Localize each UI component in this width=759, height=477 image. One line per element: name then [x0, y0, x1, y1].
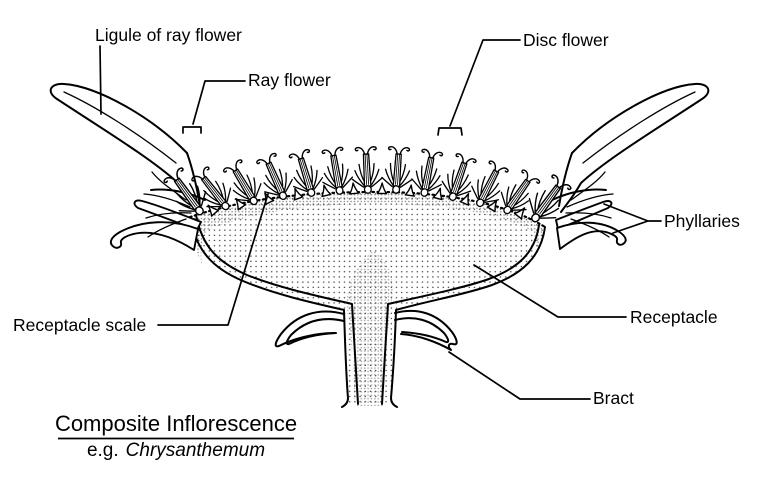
phyllary-right-upper-curve	[551, 188, 607, 201]
ray-base-hairs-right	[565, 171, 614, 238]
phyllaries-right	[551, 188, 627, 250]
receptacle-outline-inner-right	[381, 224, 540, 405]
label-receptacle: Receptacle	[630, 307, 718, 327]
hair-line	[151, 171, 187, 201]
bract-left-inner-line	[285, 318, 345, 346]
label-phyllaries: Phyllaries	[664, 211, 740, 231]
disc-flower-leader-line	[449, 39, 521, 127]
hair-line	[145, 212, 192, 219]
bract-left-outline	[274, 310, 345, 348]
ligule-left	[49, 82, 201, 213]
label-disc-flower: Disc flower	[523, 30, 609, 50]
label-ray-flower: Ray flower	[248, 70, 331, 90]
ligule-left-outline	[49, 82, 188, 184]
labels: Ligule of ray flower Ray flower Disc flo…	[13, 25, 740, 408]
disc-flower	[380, 145, 415, 195]
receptacle-outline-outer-left	[189, 216, 349, 408]
stem-shading	[347, 250, 393, 406]
diagram-subtitle: e.g. Chrysanthemum	[87, 440, 265, 461]
ray-flower-leader-line	[192, 80, 246, 125]
phyllaries-leader-line	[603, 203, 662, 234]
hair-line	[143, 193, 191, 208]
receptacle-dense-band	[190, 192, 545, 265]
phyllaries-left	[109, 188, 206, 251]
receptacle-outline-inner-left	[195, 214, 359, 405]
receptacle-scale-spike	[404, 183, 417, 197]
ligule-leader-line	[99, 45, 102, 115]
title-block: Composite Inflorescence e.g. Chrysanthemu…	[55, 411, 297, 461]
diagram-title: Composite Inflorescence	[55, 411, 297, 436]
label-ligule-of-ray-flower: Ligule of ray flower	[95, 25, 242, 45]
phyllary-left-2	[109, 221, 199, 251]
ligule-right-base-line-1	[560, 182, 582, 213]
receptacle-leader-line	[473, 264, 627, 318]
ligule-right-outline	[571, 82, 710, 184]
disc-flower	[408, 147, 448, 200]
hair-line	[570, 218, 610, 238]
ray-base-hairs-left	[143, 171, 192, 238]
phyllary-left-upper-curve	[150, 188, 206, 201]
hair-line	[147, 218, 187, 238]
label-bract: Bract	[593, 388, 634, 408]
hair-line	[565, 212, 612, 219]
leader-lines	[99, 39, 662, 400]
phyllary-right-1	[555, 200, 613, 230]
bract-right-inner-line	[394, 317, 450, 344]
receptacle-scale-leader-line	[157, 193, 269, 326]
receptacle-body	[188, 190, 547, 408]
bract-leader-line	[448, 351, 591, 400]
disc-flower	[283, 146, 328, 202]
ligule-right-base-line-2	[558, 152, 573, 207]
ligule-right-vein	[582, 91, 696, 164]
bracts	[274, 309, 458, 351]
receptacle-outline-outer-right	[390, 226, 546, 408]
subtitle-species: Chrysanthemum	[126, 440, 265, 461]
ray-flower-bracket	[182, 126, 202, 134]
label-receptacle-scale: Receptacle scale	[13, 315, 146, 335]
receptacle-scale-spike	[347, 181, 360, 195]
ligule-left-vein	[63, 91, 177, 164]
receptacle-scale-spike	[376, 182, 388, 195]
hair-line	[566, 193, 614, 208]
ligule-right	[558, 82, 710, 213]
subtitle-prefix: e.g.	[87, 440, 119, 461]
hair-line	[570, 171, 606, 201]
disc-flower-bracket	[437, 127, 463, 136]
disc-flower	[349, 145, 384, 195]
bract-right-outline	[394, 309, 458, 351]
